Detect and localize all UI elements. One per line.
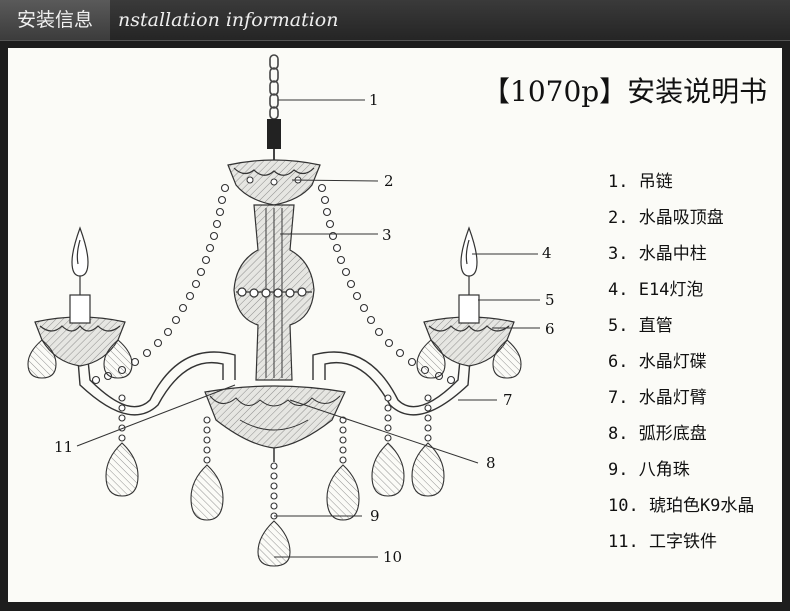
legend-item: 2. 水晶吸顶盘 bbox=[608, 208, 724, 228]
chain-connector bbox=[267, 119, 281, 149]
callout-1: 1 bbox=[369, 91, 379, 109]
crystal-center-column bbox=[233, 204, 315, 381]
diagram-title: 【1070p】安装说明书 bbox=[482, 75, 768, 108]
callout-11: 11 bbox=[54, 438, 73, 456]
legend-item: 3. 水晶中柱 bbox=[608, 244, 707, 264]
arc-base-bowl bbox=[204, 385, 346, 462]
right-candle-cup bbox=[423, 226, 515, 367]
legend-item: 11. 工字铁件 bbox=[608, 532, 717, 552]
legend-item: 6. 水晶灯碟 bbox=[608, 352, 707, 372]
left-candle-cup bbox=[34, 226, 126, 367]
legend-item: 7. 水晶灯臂 bbox=[608, 388, 707, 408]
diagram-panel bbox=[8, 48, 782, 602]
callout-2: 2 bbox=[384, 172, 394, 190]
hanging-chain bbox=[269, 54, 279, 120]
legend-item: 4. E14灯泡 bbox=[608, 280, 704, 300]
callout-leader-lines bbox=[76, 99, 540, 558]
callout-6: 6 bbox=[545, 320, 555, 338]
parts-legend: 1. 吊链 2. 水晶吸顶盘 3. 水晶中柱 4. E14灯泡 5. 直管 6.… bbox=[608, 172, 754, 568]
callout-10: 10 bbox=[383, 548, 402, 566]
legend-item: 1. 吊链 bbox=[608, 172, 673, 192]
section-title-en: nstallation information bbox=[118, 9, 339, 31]
legend-item: 9. 八角珠 bbox=[608, 460, 690, 480]
amber-k9-crystal-drops bbox=[27, 339, 522, 567]
legend-item: 8. 弧形底盘 bbox=[608, 424, 707, 444]
callout-numbers: 1 2 3 4 5 6 7 8 9 10 11 bbox=[54, 91, 555, 566]
callout-9: 9 bbox=[370, 507, 380, 525]
section-title-zh: 安装信息 bbox=[0, 0, 110, 40]
crystal-canopy bbox=[227, 159, 321, 206]
callout-5: 5 bbox=[545, 291, 555, 309]
header-bar: 安装信息 nstallation information bbox=[0, 0, 790, 41]
callout-3: 3 bbox=[382, 226, 392, 244]
callout-4: 4 bbox=[542, 244, 552, 262]
callout-7: 7 bbox=[503, 391, 513, 409]
crystal-arms bbox=[77, 351, 471, 416]
legend-item: 10. 琥珀色K9水晶 bbox=[608, 496, 755, 516]
callout-8: 8 bbox=[486, 454, 496, 472]
legend-item: 5. 直管 bbox=[608, 316, 673, 336]
